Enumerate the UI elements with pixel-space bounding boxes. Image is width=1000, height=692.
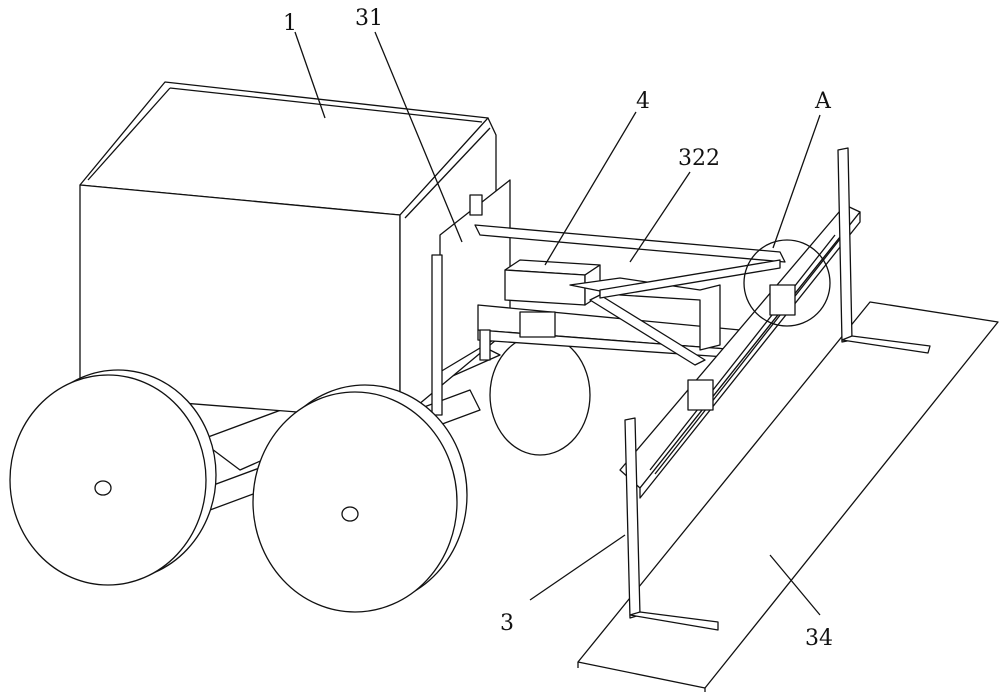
label-4: 4 xyxy=(636,89,650,114)
frame-stand-right xyxy=(837,147,931,354)
base-plate xyxy=(577,301,999,689)
leader-lines xyxy=(294,31,821,616)
label-34: 34 xyxy=(805,626,833,651)
drive-unit xyxy=(504,259,721,351)
detail-circle xyxy=(743,239,831,327)
label-31: 31 xyxy=(355,6,383,31)
rear-wheel xyxy=(489,334,591,456)
label-322: 322 xyxy=(678,146,720,171)
link-rod xyxy=(474,224,786,263)
label-1: 1 xyxy=(283,11,297,36)
frame-stand-left xyxy=(624,417,719,631)
left-wheel xyxy=(9,369,217,586)
right-wheel xyxy=(252,384,468,613)
label-3: 3 xyxy=(500,611,514,636)
label-A: A xyxy=(814,89,832,114)
